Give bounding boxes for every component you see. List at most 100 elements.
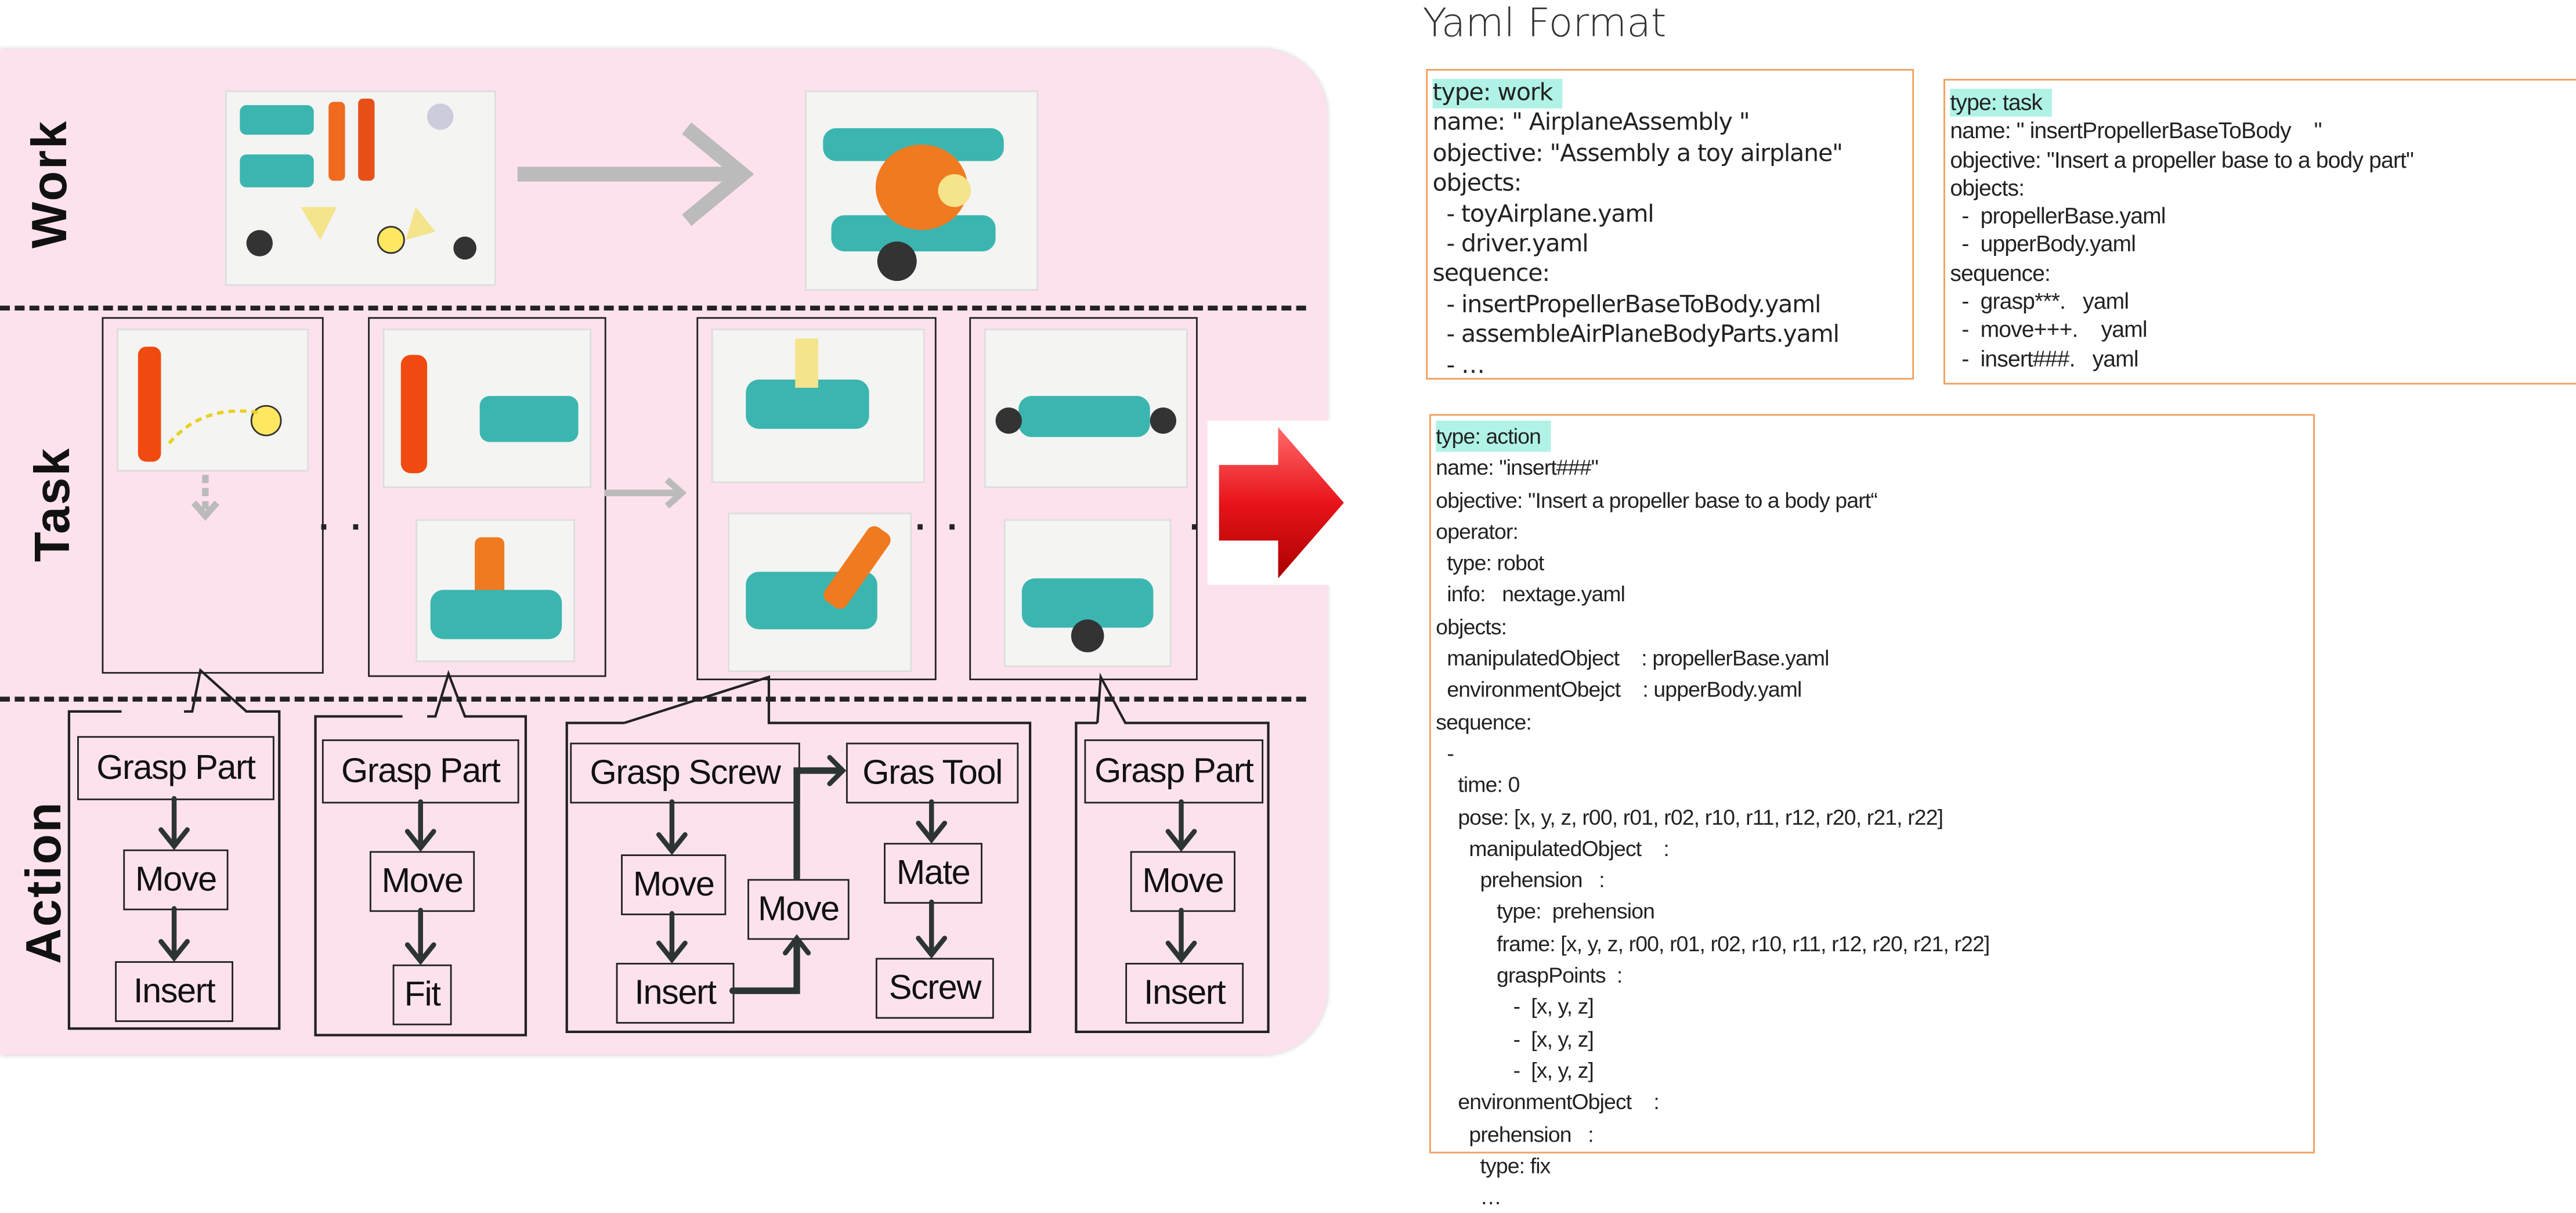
yaml-line-text: pose: [x, y, z, r00, r01, r02, r10, r11,… (1436, 804, 1943, 829)
yaml-line: sequence: (1433, 261, 1913, 291)
yaml-line: environmentObject : (1436, 1086, 2313, 1118)
yaml-line-text: environmentObejct : upperBody.yaml (1436, 677, 1802, 702)
task-box-2 (368, 317, 606, 677)
task-photo (382, 328, 592, 488)
yaml-line-text: time: 0 (1436, 772, 1520, 797)
yaml-line-text: - move+++. yaml (1950, 317, 2147, 342)
yaml-line-text: info: nextage.yaml (1436, 582, 1625, 608)
yaml-line: objective: "Insert a propeller base to a… (1950, 146, 2576, 174)
yaml-line-text: manipulatedObject : (1436, 836, 1669, 861)
yaml-line-text: environmentObject : (1436, 1089, 1659, 1115)
yaml-type-line: type: task (1950, 88, 2576, 117)
yaml-line: pose: [x, y, z, r00, r01, r02, r10, r11,… (1436, 801, 2313, 833)
yaml-line: - insert###. yaml (1950, 345, 2576, 373)
yaml-line-text: type: prehension (1436, 899, 1655, 925)
yaml-line-text: operator: (1436, 519, 1519, 544)
yaml-line-text: objects: (1436, 614, 1507, 639)
yaml-line-text: graspPoints : (1436, 963, 1623, 988)
yaml-line-text: - [x, y, z] (1436, 994, 1594, 1020)
yaml-line-text: sequence: (1950, 261, 2051, 286)
yaml-line-text: name: "insert###" (1436, 456, 1599, 481)
yaml-line: manipulatedObject : (1436, 833, 2313, 865)
yaml-line-text: type: robot (1436, 550, 1544, 576)
action-node-grasp-screw: Grasp Screw (570, 742, 800, 804)
yaml-line: objects: (1433, 169, 1913, 200)
yaml-line: - move+++. yaml (1950, 316, 2576, 345)
yaml-line-text: - grasp***. yaml (1950, 289, 2129, 314)
yaml-type-line: type: action (1436, 420, 2313, 453)
action-node-gras-tool: Gras Tool (846, 742, 1019, 804)
yaml-line: - propellerBase.yaml (1950, 203, 2576, 231)
yaml-line: prehension : (1436, 1118, 2313, 1150)
yaml-line: - (1436, 738, 2313, 770)
yaml-line: … (1436, 1182, 2313, 1213)
yaml-line: objective: "Assembly a toy airplane" (1433, 139, 1913, 169)
yaml-type-highlight: type: action (1436, 420, 1551, 453)
task-photo (117, 328, 309, 472)
yaml-line-text: - assembleAirPlaneBodyParts.yaml (1432, 322, 1840, 349)
action-node-grasp-part: Grasp Part (321, 739, 519, 804)
task-box-3 (696, 317, 937, 681)
action-callouts (67, 667, 1270, 1037)
yaml-line: sequence: (1950, 259, 2576, 288)
yaml-line-text: type: fix (1436, 1153, 1551, 1178)
yaml-line: name: "insert###" (1436, 452, 2313, 484)
yaml-line-text: - toyAirplane.yaml (1432, 201, 1654, 228)
task-photo (1003, 519, 1172, 667)
yaml-line-text: name: " AirplaneAssembly " (1432, 110, 1750, 138)
yaml-line: - grasp***. yaml (1950, 288, 2576, 316)
divider-work-task (0, 305, 1306, 311)
yaml-line: type: prehension (1436, 896, 2313, 928)
yaml-line-text: - propellerBase.yaml (1950, 204, 2166, 229)
yaml-line-text: prehension : (1436, 868, 1605, 893)
yaml-line-text: name: " insertPropellerBaseToBody " (1950, 118, 2322, 144)
task-arrow (604, 477, 687, 509)
yaml-line-text: - driver.yaml (1432, 232, 1588, 258)
yaml-line: type: robot (1436, 547, 2313, 579)
yaml-line-text: … (1436, 1185, 1502, 1210)
action-node-move: Move (747, 879, 850, 940)
yaml-line: - [x, y, z] (1436, 991, 2313, 1023)
yaml-line: - upperBody.yaml (1950, 231, 2576, 259)
action-node-insert: Insert (115, 961, 234, 1022)
yaml-line: environmentObejct : upperBody.yaml (1436, 674, 2313, 706)
yaml-line: time: 0 (1436, 770, 2313, 802)
yaml-type-line: type: work (1432, 78, 1913, 109)
yaml-line: objects: (1950, 174, 2576, 203)
yaml-line-text: - insert###. yaml (1950, 346, 2138, 371)
yaml-line: objects: (1436, 611, 2313, 643)
task-photo (728, 512, 912, 672)
yaml-line-text: objective: "Insert a propeller base to a… (1950, 147, 2414, 172)
action-node-insert: Insert (1125, 962, 1244, 1024)
action-node-move: Move (621, 854, 727, 915)
yaml-line: - assembleAirPlaneBodyParts.yaml (1433, 321, 1913, 351)
yaml-line-text: objects: (1950, 175, 2025, 201)
task-box-1 (102, 317, 324, 674)
yaml-action-box: type: action name: "insert###" objective: … (1429, 414, 2315, 1210)
yaml-line: type: fix (1436, 1150, 2313, 1182)
yaml-line-text: objective: "Assembly a toy airplane" (1432, 140, 1843, 168)
yaml-line-text: objective: "Insert a propeller base to a… (1436, 487, 1878, 512)
action-node-mate: Mate (884, 843, 982, 904)
yaml-line: manipulatedObject : propellerBase.yaml (1436, 642, 2313, 674)
yaml-line: info: nextage.yaml (1436, 579, 2313, 611)
yaml-line-text: sequence: (1432, 262, 1551, 288)
yaml-line: frame: [x, y, z, r00, r01, r02, r10, r11… (1436, 928, 2313, 960)
task-photo (416, 519, 575, 662)
yaml-line-text: manipulatedObject : propellerBase.yaml (1436, 645, 1829, 671)
task-photo (711, 328, 925, 483)
yaml-line-text: - (1436, 741, 1454, 766)
action-node-grasp-part: Grasp Part (77, 736, 274, 800)
yaml-line: - … (1433, 351, 1913, 381)
yaml-line-text: prehension : (1436, 1121, 1594, 1146)
action-flow-arrows (158, 754, 1197, 994)
yaml-line: operator: (1436, 516, 2313, 548)
action-node-move: Move (369, 851, 475, 912)
task-box-4 (969, 317, 1198, 681)
yaml-line: - [x, y, z] (1436, 1055, 2313, 1086)
yaml-line-text: - upperBody.yaml (1950, 232, 2136, 258)
action-node-screw: Screw (875, 958, 994, 1019)
action-node-grasp-part: Grasp Part (1084, 739, 1264, 804)
